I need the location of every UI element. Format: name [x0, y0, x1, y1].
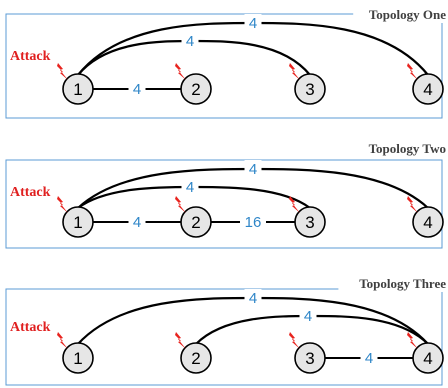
node-circle	[412, 206, 444, 238]
edge-weight-label: 4	[186, 179, 194, 196]
node-label: 3	[305, 213, 314, 232]
node-circle	[180, 206, 212, 238]
edge-weight-background	[128, 80, 146, 98]
lightning-bolt-icon	[407, 332, 418, 349]
panel-title: Topology Two	[369, 141, 446, 156]
node-circle	[62, 206, 94, 238]
lightning-bolt-icon	[175, 196, 186, 213]
node-circle	[412, 342, 444, 374]
attack-label: Attack	[10, 49, 51, 64]
node-circle	[62, 342, 94, 374]
node-label: 2	[191, 80, 200, 99]
node-circle	[294, 73, 326, 105]
node-circle	[294, 206, 326, 238]
node-label: 4	[423, 349, 432, 368]
node-label: 1	[73, 349, 82, 368]
node-circle	[294, 342, 326, 374]
edge-weight-background	[244, 160, 262, 178]
lightning-bolt-icon	[57, 63, 68, 80]
panel-border	[5, 159, 443, 249]
edge-weight-background	[181, 178, 199, 196]
lightning-bolt-icon	[289, 332, 300, 349]
lightning-bolt-icon	[57, 332, 68, 349]
panel-title: Topology One	[369, 7, 446, 22]
node-label: 2	[191, 213, 200, 232]
node-label: 3	[305, 80, 314, 99]
node-label: 2	[191, 349, 200, 368]
lightning-bolt-icon	[175, 332, 186, 349]
edge-weight-label: 4	[249, 161, 257, 178]
lightning-bolt-icon	[289, 196, 300, 213]
node-label: 4	[423, 80, 432, 99]
edge-weight-background	[360, 349, 378, 367]
attack-label: Attack	[10, 185, 51, 200]
attack-label: Attack	[10, 320, 51, 335]
panel-border	[5, 288, 443, 386]
edge-weight-background	[128, 213, 146, 231]
edge-weight-background	[244, 14, 262, 32]
edge-weight-label: 4	[133, 81, 141, 98]
node-circle	[412, 73, 444, 105]
edge-weight-label: 4	[304, 308, 312, 325]
node-label: 1	[73, 213, 82, 232]
edge-weight-label: 4	[186, 33, 194, 50]
edge-weight-background	[244, 289, 262, 307]
edge-weight-label: 4	[365, 350, 373, 367]
node-circle	[180, 342, 212, 374]
lightning-bolt-icon	[407, 63, 418, 80]
edge-weight-background	[299, 307, 317, 325]
node-label: 3	[305, 349, 314, 368]
lightning-bolt-icon	[175, 63, 186, 80]
node-label: 1	[73, 80, 82, 99]
edge-weight-label: 16	[245, 214, 262, 231]
edge-weight-background	[240, 213, 266, 231]
edge-weight-label: 4	[133, 214, 141, 231]
lightning-bolt-icon	[57, 196, 68, 213]
node-circle	[62, 73, 94, 105]
panel-border	[5, 13, 443, 119]
node-circle	[180, 73, 212, 105]
edge-weight-label: 4	[249, 15, 257, 32]
lightning-bolt-icon	[289, 63, 300, 80]
edge-weight-background	[181, 32, 199, 50]
lightning-bolt-icon	[407, 196, 418, 213]
node-label: 4	[423, 213, 432, 232]
panel-title: Topology Three	[359, 276, 446, 291]
edge-weight-label: 4	[249, 290, 257, 307]
